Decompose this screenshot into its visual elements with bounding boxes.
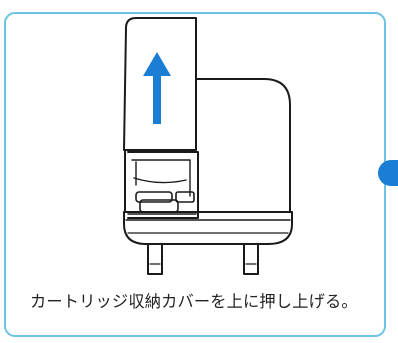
left-foot <box>147 243 163 275</box>
next-step-marker <box>378 160 398 186</box>
instruction-caption: カートリッジ収納カバーを上に押し上げる。 <box>30 292 358 311</box>
right-foot <box>243 243 259 275</box>
printer-body <box>124 78 291 213</box>
printer-base <box>123 211 293 245</box>
up-arrow-icon <box>143 52 171 124</box>
cartridge-tray <box>127 151 199 219</box>
